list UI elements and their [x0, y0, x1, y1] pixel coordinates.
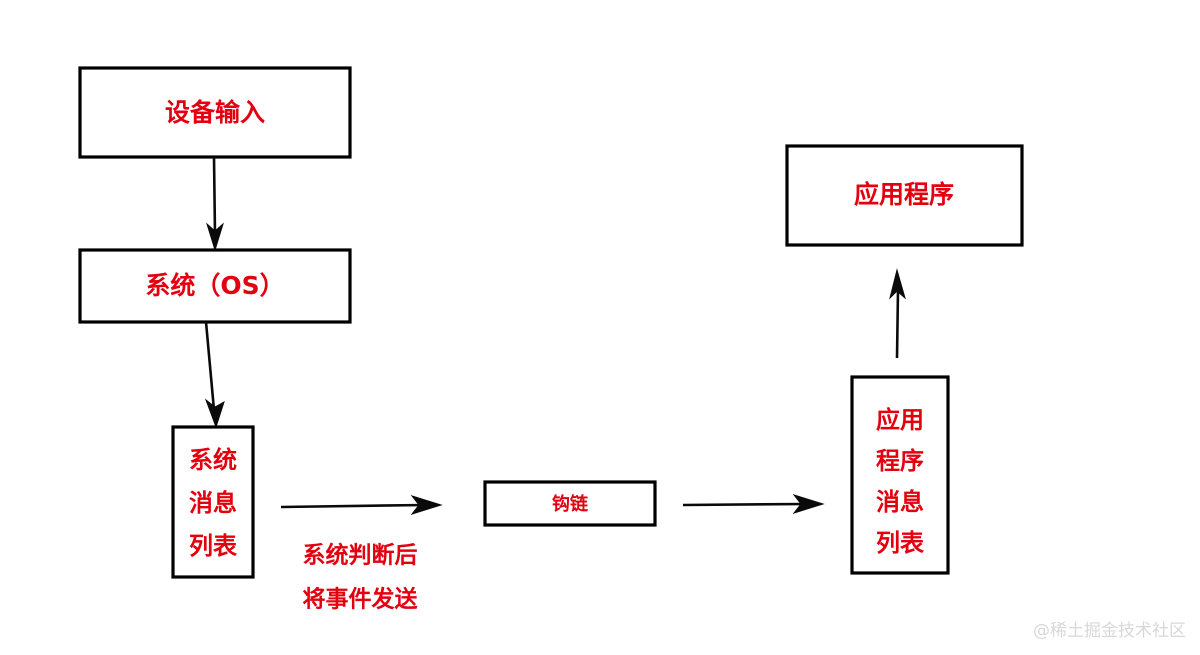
- node-hook-chain-label: 钩链: [552, 493, 589, 515]
- node-device-input[interactable]: 设备输入: [78, 66, 352, 159]
- edge-system-queue-to-hook-chain-arrowhead: [410, 495, 443, 515]
- node-system-message-queue-label-line-3: 列表: [189, 532, 238, 560]
- edge-label-system-judge-line-2: 将事件发送: [303, 586, 418, 613]
- edge-hook-chain-to-app-queue: [682, 494, 825, 514]
- edge-app-queue-to-application: [889, 268, 906, 359]
- edge-hook-chain-to-app-queue-line: [682, 502, 807, 507]
- edge-os-to-system-message-queue: [204, 321, 225, 429]
- node-operating-system[interactable]: 系统（OS）: [78, 248, 352, 324]
- node-device-input-box: [78, 66, 352, 159]
- edge-os-to-system-message-queue-line: [204, 321, 216, 411]
- edge-os-to-system-message-queue-arrowhead: [204, 398, 225, 429]
- edge-system-queue-to-hook-chain-line: [280, 503, 425, 509]
- watermark-label: @稀土掘金技术社区: [1033, 621, 1186, 641]
- node-application-label: 应用程序: [854, 180, 954, 209]
- node-app-message-queue[interactable]: 应用 程序 消息 列表: [850, 375, 950, 575]
- edge-device-input-to-os-arrowhead: [206, 222, 224, 252]
- node-system-message-queue-label-line-2: 消息: [189, 489, 237, 517]
- edge-hook-chain-to-app-queue-arrowhead: [792, 494, 825, 514]
- node-app-message-queue-label-line-3: 消息: [876, 488, 924, 516]
- node-device-input-label: 设备输入: [165, 98, 265, 127]
- node-hook-chain[interactable]: 钩链: [483, 480, 657, 527]
- edge-device-input-to-os-line: [212, 156, 217, 236]
- node-operating-system-box: [78, 248, 352, 324]
- node-app-message-queue-label-line-4: 列表: [876, 529, 925, 557]
- node-operating-system-label: 系统（OS）: [145, 271, 284, 300]
- edge-device-input-to-os: [206, 156, 224, 252]
- node-system-message-queue-box: [171, 425, 255, 579]
- node-app-message-queue-box: [850, 375, 950, 575]
- node-system-message-queue-label-line-1: 系统: [189, 446, 237, 474]
- node-hook-chain-box: [483, 480, 657, 527]
- edge-label-system-judge-line-1: 系统判断后: [303, 542, 418, 569]
- node-app-message-queue-label-line-1: 应用: [876, 406, 924, 434]
- edge-app-queue-to-application-line: [895, 289, 900, 359]
- node-system-message-queue[interactable]: 系统 消息 列表: [171, 425, 255, 579]
- edge-system-queue-to-hook-chain: 系统判断后 将事件发送: [280, 495, 443, 613]
- node-application[interactable]: 应用程序: [785, 144, 1024, 247]
- edge-app-queue-to-application-arrowhead: [889, 268, 906, 300]
- node-application-box: [785, 144, 1024, 247]
- node-app-message-queue-label-line-2: 程序: [876, 447, 924, 475]
